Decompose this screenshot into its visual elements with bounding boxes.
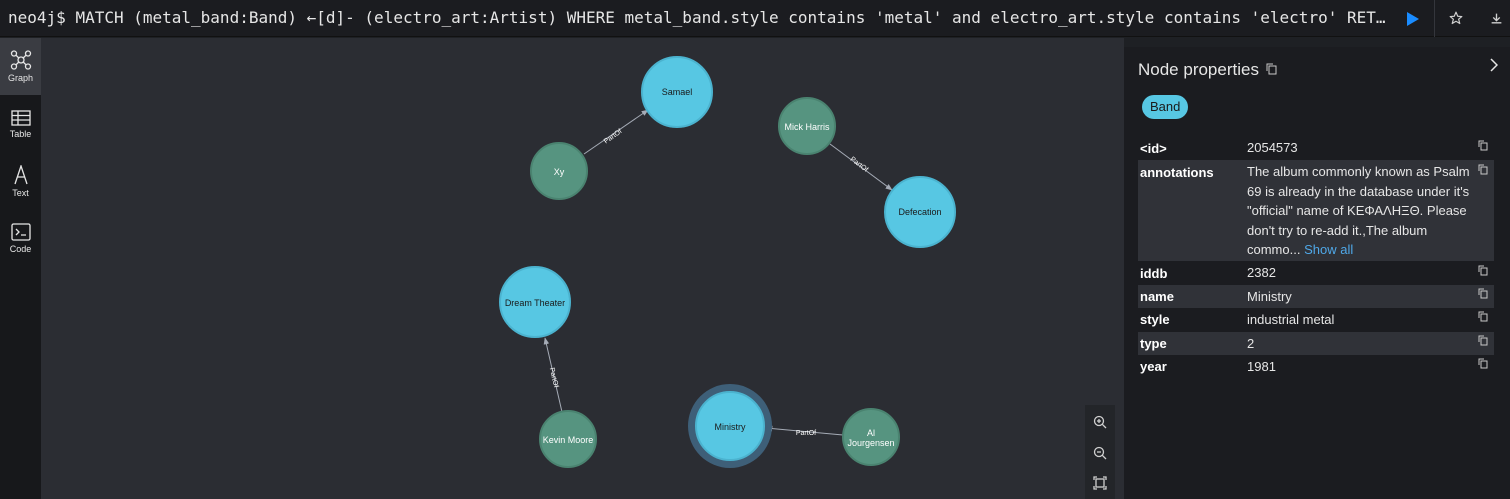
property-row-iddb: iddb 2382: [1138, 261, 1494, 285]
copy-icon[interactable]: [1478, 335, 1488, 346]
view-switcher: Graph Table Text Code: [0, 38, 41, 499]
node-caption: Ministry: [715, 422, 746, 432]
show-all-link[interactable]: Show all: [1304, 242, 1354, 258]
download-button[interactable]: [1485, 7, 1507, 29]
node-properties-panel: Node properties Band <id> 2054573 annota…: [1124, 47, 1510, 499]
star-icon: [1449, 11, 1463, 25]
run-query-button[interactable]: [1402, 8, 1424, 30]
property-key: type: [1140, 336, 1167, 351]
relationship-mickharris-defecation[interactable]: PartOf: [829, 143, 893, 191]
relationship-aljourgensen-ministry[interactable]: PartOf: [765, 425, 844, 437]
text-view-label: Text: [12, 188, 29, 198]
node-kevin-moore[interactable]: Kevin Moore: [539, 410, 597, 468]
play-icon: [1407, 12, 1419, 26]
query-bar: neo4j$ MATCH (metal_band:Band) ←[d]- (el…: [0, 0, 1510, 37]
fit-to-screen-button[interactable]: [1085, 468, 1115, 498]
node-samael[interactable]: Samael: [641, 56, 713, 128]
property-row-name: name Ministry: [1138, 285, 1494, 308]
relationship-label: PartOf: [548, 367, 559, 388]
property-row-type: type 2: [1138, 332, 1494, 355]
property-value: 1981: [1247, 359, 1276, 374]
graph-visualization[interactable]: PartOf PartOf PartOf PartOf Samael Xy Mi…: [41, 38, 1124, 499]
code-view-button[interactable]: Code: [0, 210, 41, 267]
favorite-button[interactable]: [1445, 7, 1467, 29]
property-value: 2054573: [1247, 140, 1298, 155]
property-key: year: [1140, 359, 1167, 374]
node-al-jourgensen[interactable]: Al Jourgensen: [842, 408, 900, 466]
copy-icon[interactable]: [1478, 288, 1488, 299]
copy-icon[interactable]: [1478, 311, 1488, 322]
node-caption: Defecation: [898, 207, 941, 217]
fit-screen-icon: [1093, 476, 1107, 490]
relationship-label: PartOf: [603, 128, 624, 145]
copy-icon[interactable]: [1478, 164, 1488, 175]
property-value: 2382: [1247, 265, 1276, 280]
property-value: 2: [1247, 336, 1255, 351]
copy-icon[interactable]: [1266, 63, 1277, 75]
graph-icon: [10, 50, 31, 70]
zoom-controls: [1085, 405, 1115, 499]
panel-title: Node properties: [1138, 60, 1259, 79]
property-row-annotations: annotations The album commonly known as …: [1138, 160, 1494, 261]
table-view-button[interactable]: Table: [0, 96, 41, 153]
property-value: The album commonly known as Psalm 69 is …: [1247, 162, 1472, 260]
node-caption: Dream Theater: [505, 298, 565, 308]
zoom-in-icon: [1093, 415, 1107, 429]
node-label-badge[interactable]: Band: [1142, 95, 1189, 119]
property-key: iddb: [1140, 266, 1168, 281]
node-caption: Samael: [662, 87, 693, 97]
property-row-style: style industrial metal: [1138, 308, 1494, 332]
property-value: industrial metal: [1247, 312, 1335, 327]
code-view-label: Code: [9, 244, 32, 254]
text-icon: [13, 165, 28, 185]
zoom-out-button[interactable]: [1085, 438, 1115, 468]
query-text: MATCH (metal_band:Band) ←[d]- (electro_a…: [75, 8, 1393, 27]
query-prompt: neo4j$: [8, 8, 66, 27]
copy-icon[interactable]: [1478, 140, 1488, 151]
node-caption: Kevin Moore: [543, 435, 594, 445]
relationship-label: PartOf: [849, 156, 869, 174]
node-defecation[interactable]: Defecation: [884, 176, 956, 248]
graph-view-button[interactable]: Graph: [0, 38, 41, 95]
property-key: annotations: [1140, 165, 1214, 180]
node-dream-theater[interactable]: Dream Theater: [499, 266, 571, 338]
relationship-kevinmoore-dreamtheater[interactable]: PartOf: [543, 337, 563, 413]
property-value: Ministry: [1247, 289, 1292, 304]
property-key: <id>: [1140, 141, 1167, 156]
collapse-panel-button[interactable]: [1484, 55, 1504, 75]
graph-view-label: Graph: [7, 73, 33, 83]
node-mick-harris[interactable]: Mick Harris: [778, 97, 836, 155]
property-key: style: [1140, 312, 1170, 327]
divider: [1434, 0, 1435, 37]
download-icon: [1491, 13, 1501, 24]
text-view-button[interactable]: Text: [0, 153, 41, 210]
node-caption: Mick Harris: [785, 122, 830, 132]
properties-table: <id> 2054573 annotations The album commo…: [1138, 136, 1494, 379]
relationship-label: PartOf: [796, 430, 816, 437]
graph-canvas[interactable]: PartOf PartOf PartOf PartOf Samael Xy Mi…: [41, 38, 1124, 499]
code-icon: [10, 223, 31, 241]
table-icon: [10, 110, 31, 126]
copy-icon[interactable]: [1478, 358, 1488, 369]
node-caption: Xy: [554, 167, 565, 177]
annotations-text: The album commonly known as Psalm 69 is …: [1247, 164, 1470, 258]
property-row-id: <id> 2054573: [1138, 136, 1494, 160]
zoom-out-icon: [1093, 446, 1107, 460]
node-caption-line-1: Al: [867, 428, 875, 438]
query-editor[interactable]: neo4j$ MATCH (metal_band:Band) ←[d]- (el…: [8, 7, 1393, 29]
copy-icon[interactable]: [1478, 265, 1488, 276]
relationship-xy-samael[interactable]: PartOf: [583, 109, 649, 155]
property-row-year: year 1981: [1138, 355, 1494, 379]
table-view-label: Table: [9, 129, 32, 139]
node-caption-line-2: Jourgensen: [847, 438, 894, 448]
node-xy[interactable]: Xy: [530, 142, 588, 200]
node-ministry-selected[interactable]: Ministry: [688, 384, 772, 468]
chevron-right-icon: [1490, 58, 1498, 72]
zoom-in-button[interactable]: [1085, 407, 1115, 437]
property-key: name: [1140, 289, 1174, 304]
